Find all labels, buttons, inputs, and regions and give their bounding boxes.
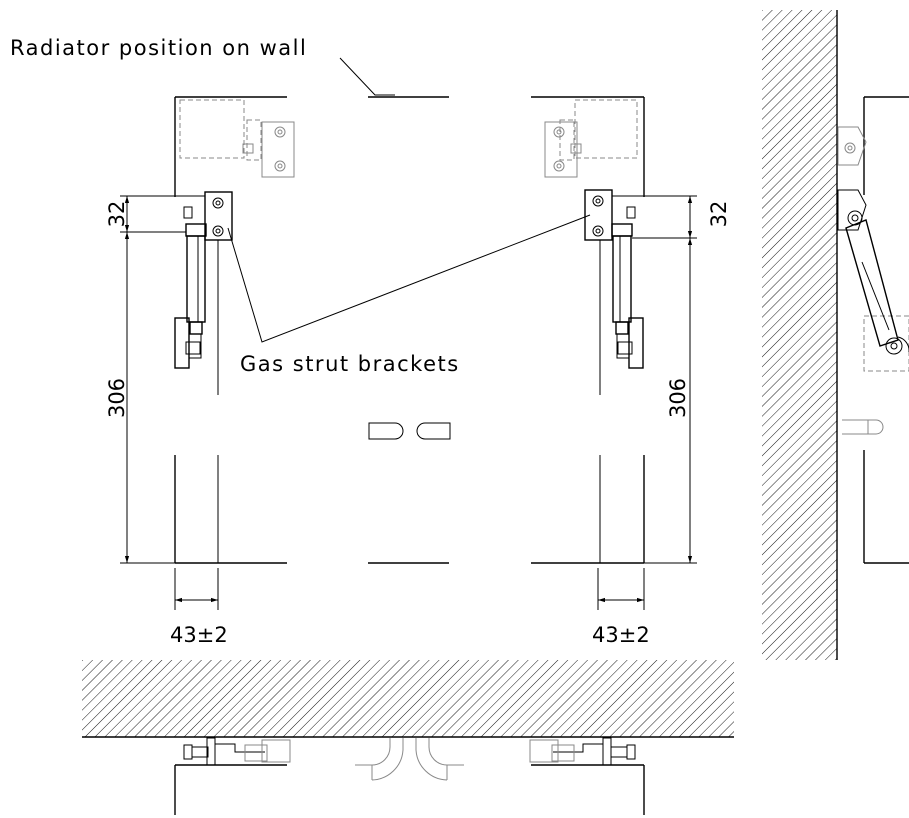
handle-slots bbox=[368, 422, 451, 440]
wall-section-bottom bbox=[82, 660, 734, 815]
radiator-outline bbox=[174, 96, 645, 564]
dimensions-right: 32 306 43±2 bbox=[592, 195, 731, 647]
gas-strut-right bbox=[584, 189, 644, 369]
gas-strut-left bbox=[174, 191, 233, 369]
gas-strut-brackets-label: Gas strut brackets bbox=[240, 352, 460, 376]
gas-strut-leader-lines bbox=[227, 214, 591, 343]
dim-43-right: 43±2 bbox=[592, 623, 650, 647]
dimensions-left: 32 306 43±2 bbox=[105, 195, 228, 647]
radiator-leader-line bbox=[339, 57, 395, 96]
dim-306-right: 306 bbox=[666, 378, 690, 418]
bracket-ghost-right bbox=[544, 99, 638, 178]
radiator-position-label: Radiator position on wall bbox=[10, 36, 307, 60]
dim-32-left: 32 bbox=[105, 201, 129, 228]
dim-32-right: 32 bbox=[707, 201, 731, 228]
dim-306-left: 306 bbox=[105, 378, 129, 418]
dim-43-left: 43±2 bbox=[170, 623, 228, 647]
wall-section-side bbox=[762, 10, 909, 660]
bracket-ghost-left bbox=[179, 99, 295, 178]
